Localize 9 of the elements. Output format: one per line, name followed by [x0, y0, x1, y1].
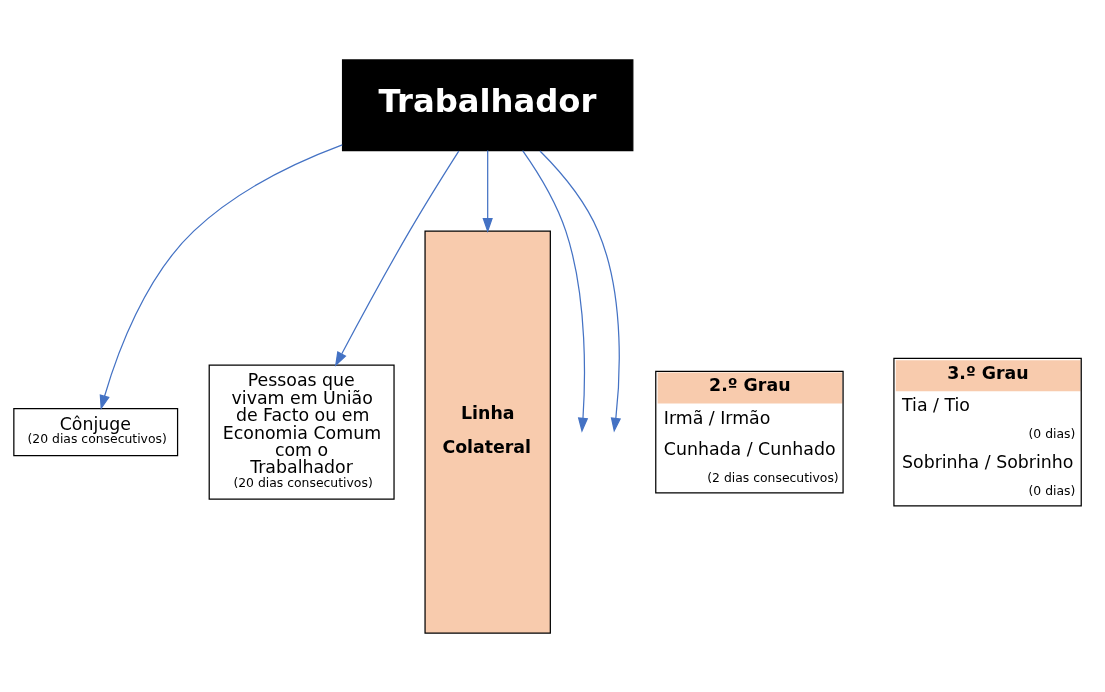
node-box: Trabalhador	[341, 58, 634, 151]
node-box: Linha Colateral	[424, 230, 551, 634]
arrow	[482, 149, 493, 233]
arrow	[539, 149, 622, 433]
arrow	[99, 143, 343, 410]
arrow	[522, 149, 589, 433]
arrow	[334, 149, 460, 367]
node-box: Cônjuge (20 dias consecutivos)	[13, 407, 179, 456]
node-box: Pessoas que vivam em União de Facto ou em Economia Comum com o Trabalhador (20 dias consecutivos)	[208, 364, 395, 500]
